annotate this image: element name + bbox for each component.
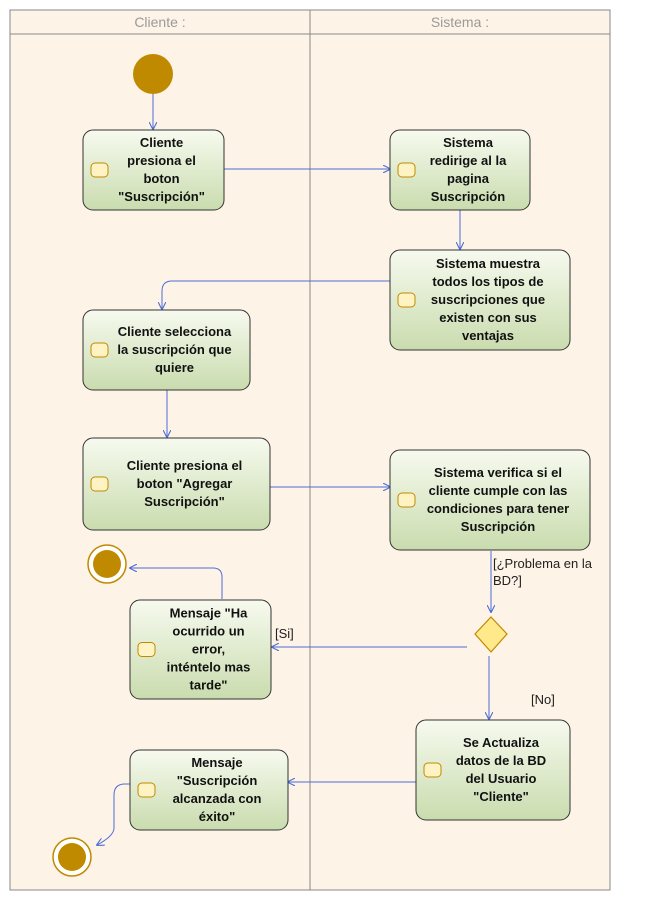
activity-label-line: Sistema verifica si el [434, 465, 562, 480]
activity-box [389, 249, 571, 351]
flow-a3-to-a4 [162, 280, 390, 309]
activity-box [389, 449, 591, 551]
activity-label-line: ocurrido un [172, 624, 244, 639]
activity-a7: Mensaje "Ha ocurrido un error, inténtelo ma… [129, 599, 272, 700]
activity-label-line: Suscripción [431, 189, 505, 204]
action-icon [397, 162, 416, 178]
action-icon [90, 162, 109, 178]
activity-label: Cliente presiona el boton "Suscripción" [118, 135, 205, 204]
activity-label-line: presiona el [127, 153, 196, 168]
activity-label-line: Mensaje [191, 755, 242, 770]
action-icon [90, 342, 109, 358]
activity-a9: Mensaje "Suscripción alcanzada con éxito" [129, 749, 289, 831]
activity-label-line: Suscripción" [144, 494, 225, 509]
action-icon [137, 782, 156, 798]
action-icon [397, 292, 416, 308]
activity-label-line: Sistema muestra [436, 256, 541, 271]
activity-label-line: inténtelo mas [167, 660, 251, 675]
lane-title-cliente: Cliente : [134, 14, 185, 30]
activity-label: Mensaje "Ha ocurrido un error, inténtelo ma… [167, 606, 251, 693]
activity-label-line: cliente cumple con las [429, 483, 568, 498]
activity-label-line: "Cliente" [473, 789, 529, 804]
activity-label-line: "Suscripción [177, 773, 258, 788]
activity-label-line: Mensaje "Ha [170, 606, 248, 621]
action-icon [137, 642, 156, 657]
initial-node [133, 54, 173, 94]
activity-label: Sistema muestra todos los tipos de suscrip… [431, 256, 545, 343]
activity-label-line: la suscripción que [117, 342, 231, 357]
activity-label-line: del Usuario [466, 771, 537, 786]
action-icon [90, 476, 109, 492]
activity-label-line: quiere [155, 360, 194, 375]
activity-label-line: ventajas [462, 328, 514, 343]
activity-box [82, 129, 225, 211]
activity-label-line: todos los tipos de [432, 274, 543, 289]
activity-label: Sistema verifica si el cliente cumple con… [427, 465, 569, 534]
activity-label-line: Se Actualiza [463, 735, 540, 750]
activity-label-line: Cliente [140, 135, 183, 150]
activity-label-line: suscripciones que [431, 292, 545, 307]
activity-a6: Sistema verifica si el cliente cumple con… [389, 449, 591, 551]
final-node-error [87, 544, 127, 584]
activity-a1: Cliente presiona el boton "Suscripción" [82, 129, 225, 211]
activity-label-line: datos de la BD [456, 753, 546, 768]
activity-label-line: pagina [447, 171, 490, 186]
activity-label-line: éxito" [199, 809, 236, 824]
activity-label-line: Cliente selecciona [118, 324, 232, 339]
activity-label: Cliente selecciona la suscripción que quie… [117, 324, 232, 375]
activity-label-line: alcanzada con [173, 791, 262, 806]
flow-a7-to-end1 [130, 568, 223, 599]
activity-label-line: condiciones para tener [427, 501, 569, 516]
activity-box [129, 599, 272, 700]
activity-box [82, 309, 251, 391]
activity-a4: Cliente selecciona la suscripción que quie… [82, 309, 251, 391]
activity-a8: Se Actualiza datos de la BD del Usuario "Cl… [415, 719, 571, 821]
activity-label-line: boton [143, 171, 179, 186]
guard-no: [No] [531, 692, 555, 707]
guard-problem-bd: [¿Problema en la BD?] [493, 556, 596, 588]
activity-label-line: Suscripción [461, 519, 535, 534]
activity-box [129, 749, 289, 831]
activity-label-line: error, [192, 642, 225, 657]
activity-box [389, 129, 531, 211]
activity-label-line: tarde" [190, 678, 228, 693]
activity-label-line: "Suscripción" [118, 189, 205, 204]
action-icon [397, 492, 416, 508]
flow-a9-to-end2 [97, 783, 130, 845]
activity-label-line: Sistema [443, 135, 494, 150]
decision-node [474, 616, 508, 653]
control-flows [97, 94, 491, 845]
activity-label-line: boton "Agregar [137, 476, 233, 491]
guard-si: [Si] [275, 626, 294, 641]
activity-box [82, 437, 271, 531]
activity-label: Se Actualiza datos de la BD del Usuario "Cl… [456, 735, 546, 804]
lane-title-sistema: Sistema : [431, 14, 489, 30]
activity-label-line: Cliente presiona el [127, 458, 243, 473]
activity-label: Mensaje "Suscripción alcanzada con éxito" [173, 755, 262, 824]
action-icon [423, 762, 442, 778]
activity-a3: Sistema muestra todos los tipos de suscrip… [389, 249, 571, 351]
activity-box [415, 719, 571, 821]
activity-label-line: redirige al la [430, 153, 507, 168]
final-node-success [52, 837, 92, 877]
activity-label-line: existen con sus [439, 310, 537, 325]
